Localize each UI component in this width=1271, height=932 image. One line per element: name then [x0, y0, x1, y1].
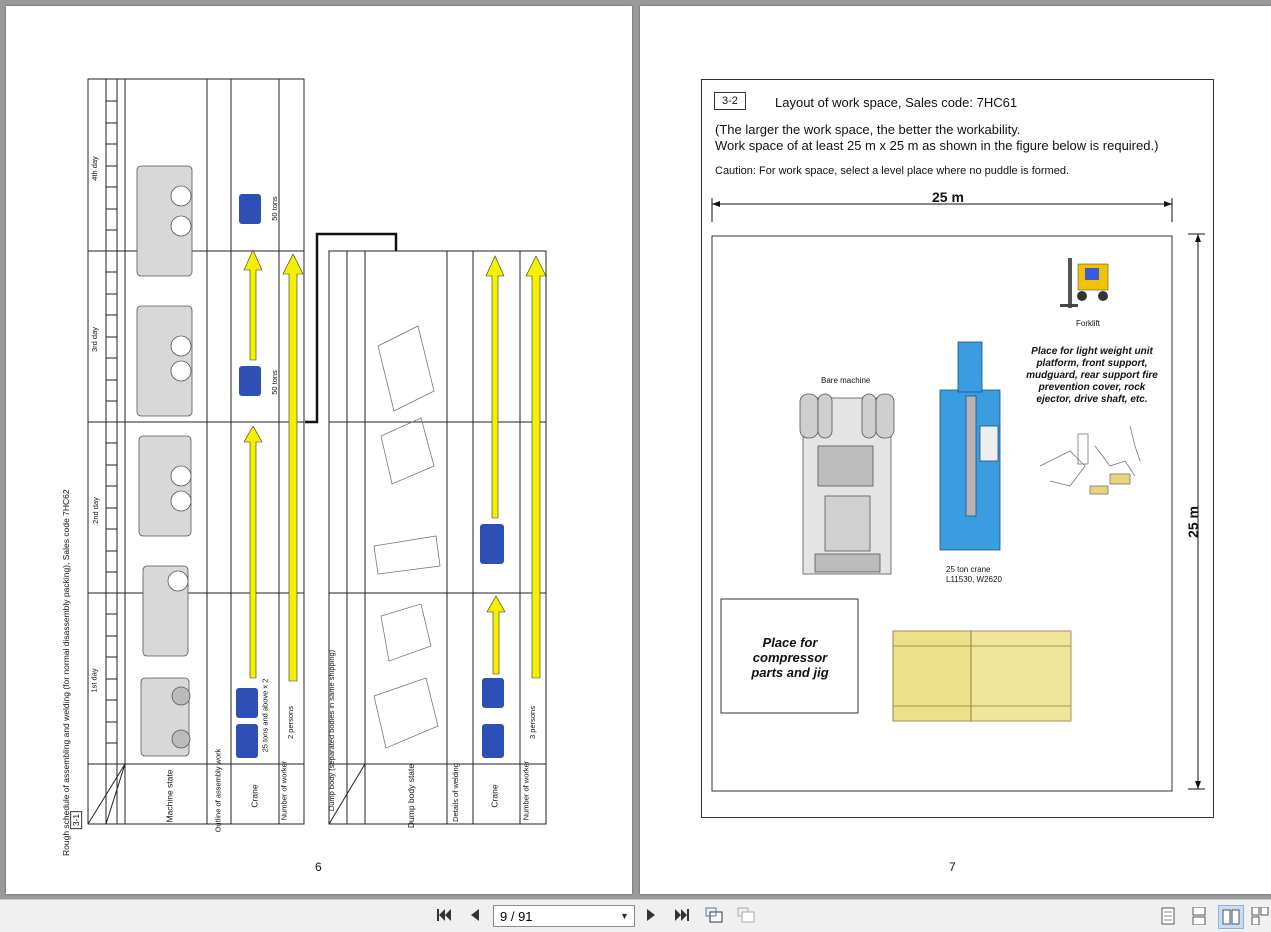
page-number-field[interactable]: 9 / 91 ▼ [493, 905, 635, 927]
height-dimension-label: 25 m [1184, 506, 1201, 538]
day-1-label: 1st day [89, 668, 99, 693]
two-page-continuous-view-icon[interactable] [1250, 905, 1270, 927]
fit-page-icon[interactable] [703, 904, 725, 926]
prev-page-icon[interactable] [464, 904, 486, 926]
row-label-details-welding: Details of welding [450, 763, 460, 822]
work-space-diagram [711, 198, 1205, 792]
row-label-crane: Crane [249, 784, 260, 808]
compressor-place-text: Place for compressor parts and jig [751, 635, 829, 680]
section-badge: 3-1 [70, 810, 83, 830]
layout-frame [701, 79, 1214, 818]
document-page-left: 3-1 Rough schedule of assembling and wel… [6, 6, 632, 894]
schedule-figure [87, 78, 547, 825]
parts-image [1039, 425, 1141, 495]
fit-width-icon[interactable] [735, 904, 757, 926]
crane-note-50t-a: 50 tons [269, 370, 279, 395]
section-badge-right: 3-2 [714, 92, 746, 110]
viewer-toolbar: 9 / 91 ▼ [0, 899, 1271, 932]
worker-note-top: 2 persons [285, 706, 295, 739]
crane-image [939, 341, 1001, 551]
next-page-icon[interactable] [640, 904, 662, 926]
row-label-workers: Number of worker [279, 760, 289, 821]
page-number-right: 7 [949, 860, 956, 874]
caution-note: Caution: For work space, select a level … [715, 165, 1070, 177]
two-page-view-icon[interactable] [1218, 905, 1244, 929]
parts-place-text: Place for light weight unit platform, fr… [1026, 346, 1158, 405]
page-indicator-text: 9 / 91 [500, 908, 533, 924]
forklift-label: Forklift [1076, 319, 1100, 328]
day-2-label: 2nd day [90, 497, 100, 524]
forklift-image [1060, 258, 1109, 308]
continuous-view-icon[interactable] [1187, 905, 1211, 927]
crane-label-line2: L11530, W2620 [946, 575, 1002, 584]
crane-note-25t: 25 tons and above x 2 [260, 678, 270, 753]
schedule-title: Rough schedule of assembling and welding… [61, 489, 71, 856]
bare-machine-image [799, 393, 895, 575]
day-4-label: 4th day [89, 156, 99, 181]
layout-heading: Layout of work space, Sales code: 7HC61 [775, 95, 1018, 110]
bare-machine-label: Bare machine [821, 376, 871, 385]
row-label-dump-body-state: Dump body state [406, 763, 417, 829]
crane-note-50t-b: 50 tons [269, 196, 279, 221]
document-page-right: 3-2 Layout of work space, Sales code: 7H… [640, 6, 1271, 894]
first-page-icon[interactable] [433, 904, 455, 926]
single-page-view-icon[interactable] [1156, 905, 1180, 927]
row-label-machine-state: Machine state [164, 769, 175, 823]
worker-note-bottom: 3 persons [527, 706, 537, 739]
day-3-label: 3rd day [90, 326, 100, 353]
row-label-outline: Outline of assembly work [213, 748, 223, 833]
row-label-workers-bottom: Number of worker [521, 760, 531, 821]
row-label-crane-bottom: Crane [489, 784, 500, 808]
dump-truck-image [892, 630, 1072, 722]
chevron-down-icon[interactable]: ▼ [620, 911, 629, 921]
last-page-icon[interactable] [671, 904, 693, 926]
bottom-table-title: Dump body (separated bodies in same ship… [327, 649, 337, 812]
width-dimension-label: 25 m [932, 189, 964, 205]
workability-note-line1: (The larger the work space, the better t… [715, 122, 1021, 137]
workability-note-line2: Work space of at least 25 m x 25 m as sh… [715, 138, 1159, 153]
page-number-left: 6 [315, 860, 322, 874]
crane-label-line1: 25 ton crane [946, 565, 991, 574]
